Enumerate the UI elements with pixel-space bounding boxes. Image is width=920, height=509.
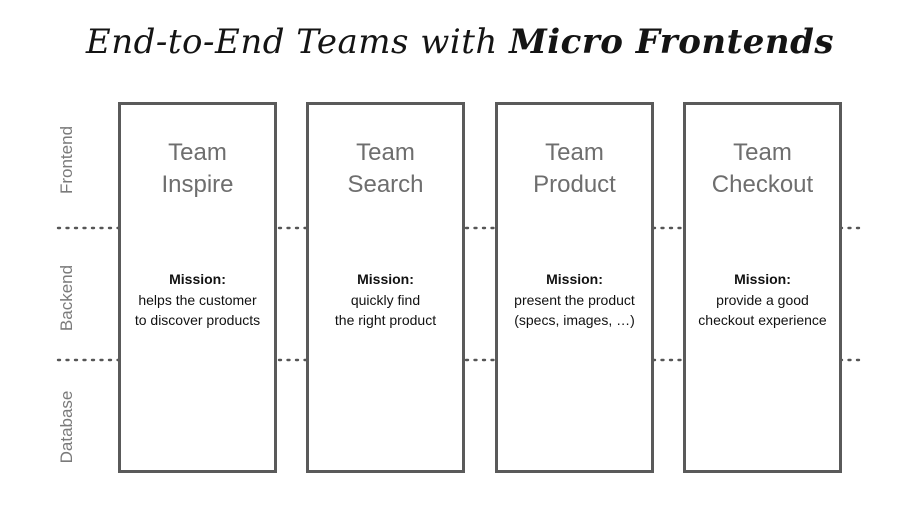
team-name: Team Product bbox=[533, 139, 616, 198]
team-inspire-column: Team Inspire Mission: helps the customer… bbox=[118, 102, 277, 473]
diagram-title: End-to-End Teams with Micro Frontends bbox=[0, 22, 920, 62]
team-name: Team Search bbox=[347, 139, 424, 198]
team-mission: Mission: quickly find the right product bbox=[309, 269, 462, 331]
team-mission: Mission: present the product (specs, ima… bbox=[498, 269, 651, 331]
team-checkout-column: Team Checkout Mission: provide a good ch… bbox=[683, 102, 842, 473]
mission-label: Mission: bbox=[357, 271, 414, 287]
team-search-column: Team Search Mission: quickly find the ri… bbox=[306, 102, 465, 473]
mission-label: Mission: bbox=[546, 271, 603, 287]
team-mission: Mission: helps the customer to discover … bbox=[121, 269, 274, 331]
layer-label-frontend: Frontend bbox=[57, 125, 76, 195]
team-name: Team Checkout bbox=[711, 139, 814, 198]
team-name: Team Inspire bbox=[161, 139, 234, 198]
mission-label: Mission: bbox=[734, 271, 791, 287]
mission-label: Mission: bbox=[169, 271, 226, 287]
title-part-bold: Micro Frontends bbox=[509, 22, 835, 62]
team-product-column: Team Product Mission: present the produc… bbox=[495, 102, 654, 473]
team-mission: Mission: provide a good checkout experie… bbox=[686, 269, 839, 331]
title-part-regular: End-to-End Teams with bbox=[85, 22, 510, 62]
layer-label-database: Database bbox=[57, 390, 76, 464]
layer-label-backend: Backend bbox=[57, 264, 76, 332]
